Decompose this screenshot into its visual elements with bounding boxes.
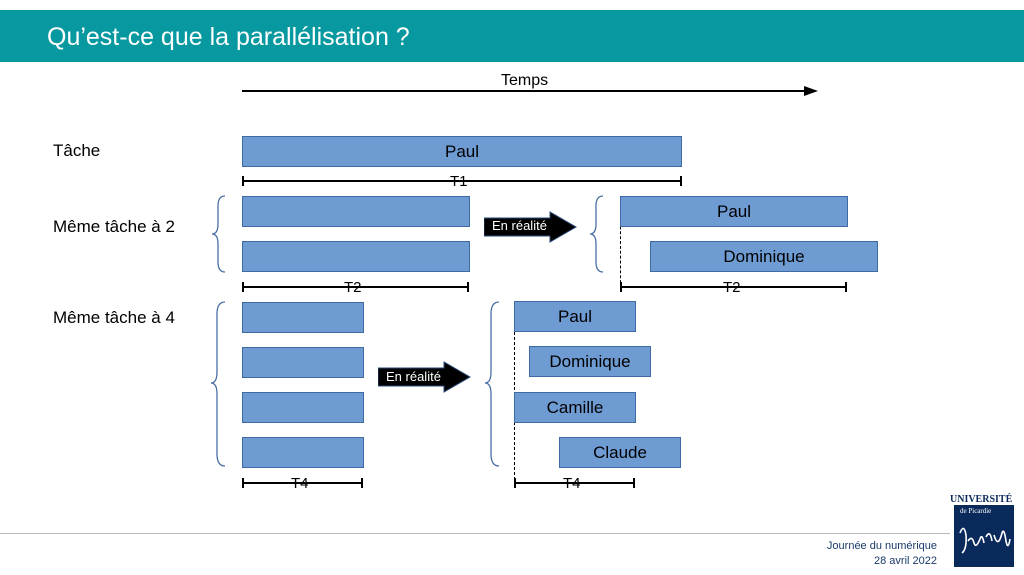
task-bar-dominique-2: Dominique [650, 241, 878, 272]
duration-t4-right-label: T4 [563, 475, 581, 492]
task-bar-label: Dominique [723, 246, 805, 266]
brace-left-4 [210, 301, 226, 467]
task-bar-label: Paul [444, 141, 480, 161]
brace-left-2 [211, 195, 226, 273]
planned-bar-4a [242, 302, 364, 333]
duration-t4-left-line [242, 478, 363, 488]
brace-right-2 [589, 195, 604, 273]
reality-label-2: En réalité [492, 218, 547, 233]
time-axis-label: Temps [501, 72, 549, 89]
planned-bar-4b [242, 347, 364, 378]
row-label-quatre: Même tâche à 4 [53, 308, 175, 327]
task-bar-paul-single: Paul [242, 136, 682, 167]
footer-date: 28 avril 2022 [874, 555, 937, 567]
task-bar-label: Paul [557, 306, 593, 326]
footer-event: Journée du numérique [826, 540, 937, 552]
duration-t2-right-line [620, 282, 847, 292]
task-bar-label: Camille [546, 397, 604, 417]
planned-bar-2a [242, 196, 470, 227]
duration-t2-right-label: T2 [723, 279, 741, 296]
duration-t4-left-label: T4 [291, 475, 309, 492]
duration-t1-label: T1 [450, 173, 468, 190]
university-logo: UNIVERSITÉ de Picardie [950, 495, 1016, 567]
title-bar [0, 10, 1024, 62]
task-bar-label: Claude [593, 442, 647, 462]
duration-t2-left-label: T2 [344, 279, 362, 296]
slide-title: Qu’est-ce que la parallélisation ? [47, 23, 410, 51]
logo-emblem: de Picardie [954, 505, 1014, 567]
task-bar-camille-4: Camille [514, 392, 636, 423]
duration-t2-left-line [242, 282, 469, 292]
task-bar-label: Dominique [549, 351, 631, 371]
top-band [0, 0, 1024, 10]
logo-signature [959, 527, 1011, 554]
task-bar-label: Paul [716, 201, 752, 221]
time-axis-arrow [242, 86, 818, 96]
row-label-deux: Même tâche à 2 [53, 217, 175, 236]
reality-arrow-4 [378, 361, 472, 393]
row-label-tache: Tâche [53, 141, 101, 160]
duration-t1-line [242, 176, 682, 186]
duration-t4-right-line [514, 478, 635, 488]
reality-label-4: En réalité [386, 369, 441, 384]
task-bar-claude-4: Claude [559, 437, 681, 468]
task-bar-paul-4: Paul [514, 301, 636, 332]
planned-bar-4c [242, 392, 364, 423]
planned-bar-4d [242, 437, 364, 468]
brace-right-4 [484, 301, 500, 467]
logo-university-text: UNIVERSITÉ [950, 494, 1013, 505]
reality-arrow-2 [484, 211, 578, 243]
task-bar-paul-2: Paul [620, 196, 848, 227]
task-bar-dominique-4: Dominique [529, 346, 651, 377]
start-marker-2 [620, 197, 621, 288]
logo-region-text: de Picardie [960, 507, 992, 515]
footer-divider [0, 533, 950, 534]
planned-bar-2b [242, 241, 470, 272]
